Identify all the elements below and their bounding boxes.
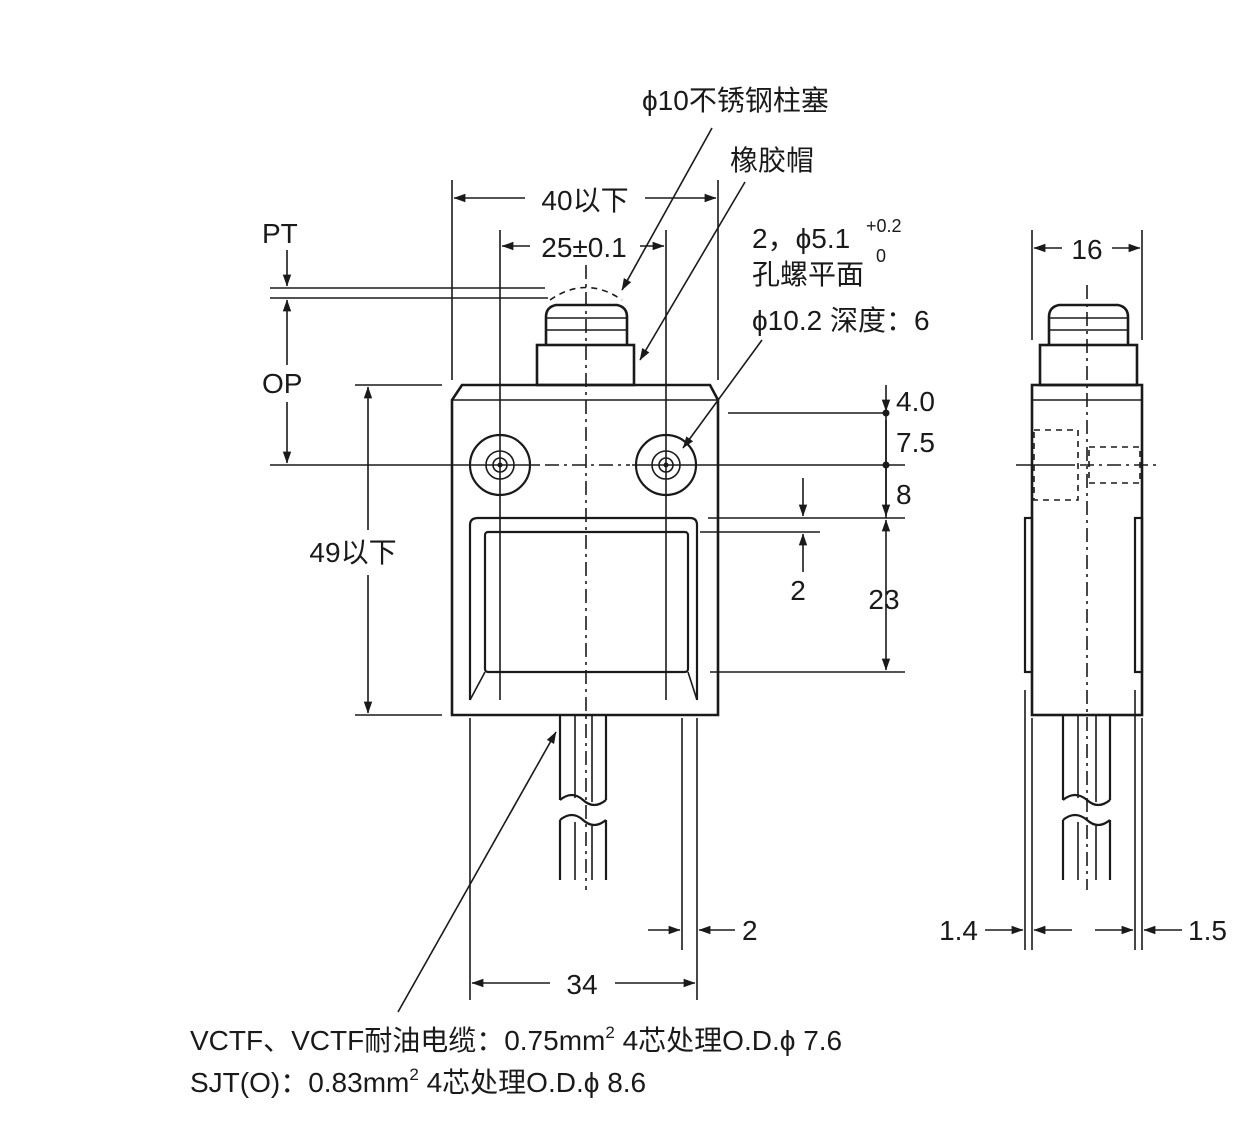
label-hole-tol-upper: +0.2 [866,216,902,236]
cable-note-line-1: VCTF、VCTF耐油电缆：0.75mm2 4芯处理O.D.ϕ 7.6 [190,1023,842,1056]
dim-23: 23 [868,584,899,615]
side-view: 16 1.4 1.5 [939,230,1227,950]
dim-op: OP [262,368,302,399]
label-hole-spec-3: ϕ10.2 深度：6 [752,305,930,336]
dim-recess-2: 2 [790,575,806,606]
side-rubber-cap [1047,303,1130,345]
cable-note-line-2: SJT(O)：0.83mm2 4芯处理O.D.ϕ 8.6 [190,1065,646,1098]
plunger-dome [549,286,623,301]
dim-7-5: 7.5 [896,427,935,458]
front-cable [558,715,608,880]
dim-height-max: 49以下 [309,537,396,568]
dim-side-width: 16 [1071,234,1102,265]
dim-side-2: 2 [742,915,758,946]
dim-4-0: 4.0 [896,386,935,417]
dim-8: 8 [896,479,912,510]
label-hole-spec-2: 孔螺平面 [752,259,864,290]
dim-pt: PT [262,218,298,249]
dim-side-1-5: 1.5 [1188,915,1227,946]
label-hole-tol-lower: 0 [876,246,886,266]
label-plunger: ϕ10不锈钢柱塞 [642,85,829,116]
dim-pitch: 25±0.1 [541,232,626,263]
label-hole-spec-1: 2，ϕ5.1 [752,223,850,254]
label-panel-outer [468,516,699,700]
front-body-outline [450,383,720,717]
side-cable [1061,715,1112,880]
dim-34: 34 [566,969,597,1000]
cable-note: VCTF、VCTF耐油电缆：0.75mm2 4芯处理O.D.ϕ 7.6 SJT(… [190,1023,842,1098]
dim-width-max: 40以下 [541,185,628,216]
label-rubber-cap: 橡胶帽 [730,145,814,176]
dim-side-1-4: 1.4 [939,915,978,946]
front-view: 40以下 25±0.1 PT OP 49以下 4.0 7.5 8 23 2 2 [262,85,935,1013]
side-plunger-base [1038,343,1139,387]
